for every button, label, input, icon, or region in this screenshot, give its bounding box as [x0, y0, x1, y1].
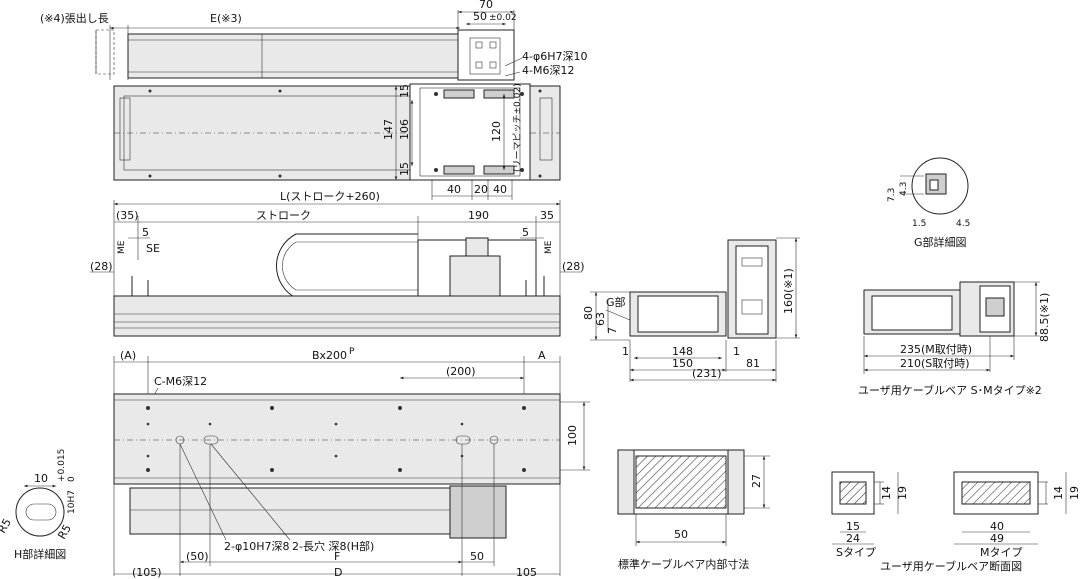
- sc-h27: 27: [750, 474, 763, 488]
- b-sup: P: [349, 347, 355, 357]
- cs-caption: ユーザ用ケーブルベア断面図: [880, 559, 1022, 573]
- hd-fit-tol0: 0: [67, 476, 77, 482]
- h120-label: 120: [490, 121, 503, 142]
- a-label: A: [538, 349, 546, 362]
- cable-section-view: 14 19 15 24 Sタイプ 14 19 40 49 Mタイプ ユーザ用ケー…: [831, 471, 1081, 573]
- w70-label: 70: [479, 0, 493, 11]
- b20-label: 20: [474, 183, 488, 196]
- l35b-label: 35: [540, 209, 554, 222]
- p105b-label: 105: [516, 566, 537, 579]
- gd-v73: 7.3: [887, 188, 897, 202]
- cs-m14: 14: [1052, 486, 1065, 500]
- cs-m40: 40: [990, 520, 1004, 533]
- cs-m-type: Mタイプ: [980, 546, 1023, 559]
- ev-h80: 80: [582, 306, 595, 320]
- ev-w150: 150: [672, 357, 693, 370]
- sc-w50: 50: [674, 528, 688, 541]
- cs-s19: 19: [896, 486, 909, 500]
- uc-caption: ユーザ用ケーブルベア S･Mタイプ※2: [858, 383, 1042, 397]
- uc-h885: 88.5(※1): [1038, 293, 1051, 342]
- h147-label: 147: [382, 119, 395, 140]
- cs-m49: 49: [990, 532, 1004, 545]
- p105a-label: (105): [132, 566, 162, 579]
- slot-label: 2-長穴 深8(H部): [292, 539, 374, 553]
- ev-h7: 7: [606, 327, 619, 334]
- cs-s15: 15: [846, 520, 860, 533]
- uc-w210: 210(S取付時): [900, 357, 970, 370]
- hd-r5a: R5: [0, 516, 14, 535]
- w50-label: 50: [473, 10, 487, 23]
- gd-v45: 4.5: [956, 219, 970, 229]
- ev-w1b: 1: [733, 345, 740, 358]
- hd-fit-tol: +0.015: [57, 449, 67, 482]
- f-label: F: [334, 550, 340, 563]
- h-detail: 10 10H7 +0.015 0 R5 R5 H部詳細図: [0, 449, 77, 561]
- stroke-label: ストローク: [256, 209, 311, 222]
- end-view: G部 80 63 7 148 1 1 150 81 (231) 160(※1): [582, 237, 800, 382]
- se-label: SE: [146, 242, 160, 255]
- h15b-label: 15: [398, 162, 411, 176]
- l28a-label: (28): [90, 260, 113, 273]
- ev-w1a: 1: [622, 345, 629, 358]
- b40a-label: 40: [447, 183, 461, 196]
- ev-h63: 63: [594, 312, 607, 326]
- hd-fit: 10H7: [67, 490, 77, 514]
- g-detail: 7.3 4.3 1.5 4.5 G部詳細図: [887, 157, 970, 249]
- ev-w231: (231): [692, 367, 722, 380]
- p50a-label: (50): [186, 550, 209, 563]
- c-tap-label: C-M6深12: [154, 375, 207, 388]
- cs-m19: 19: [1068, 486, 1081, 500]
- tap-label: 4-M6深12: [522, 64, 574, 77]
- pin-label: 2-φ10H7深8: [224, 540, 290, 553]
- hd-w10: 10: [34, 472, 48, 485]
- h15a-label: 15: [398, 84, 411, 98]
- w50-tol: ±0.02: [489, 13, 517, 23]
- gd-v15: 1.5: [912, 219, 926, 229]
- uc-w235: 235(M取付時): [900, 343, 972, 356]
- cs-s24: 24: [846, 532, 860, 545]
- std-cable-view: 27 50 標準ケーブルベア内部寸法: [617, 449, 770, 571]
- ev-w81: 81: [746, 357, 760, 370]
- w190-label: 190: [468, 209, 489, 222]
- n5b-label: 5: [522, 226, 529, 239]
- protrusion-label: (※4)張出し長: [40, 11, 109, 25]
- cs-s14: 14: [880, 486, 893, 500]
- l28b-label: (28): [562, 260, 585, 273]
- e-label: E(※3): [210, 12, 242, 25]
- side-view: L(ストローク+260) (35) 35 ストローク 190 5 5 ME SE…: [90, 190, 585, 337]
- h106-label: 106: [398, 119, 411, 140]
- l35a-label: (35): [116, 209, 139, 222]
- ev-g-part: G部: [606, 295, 626, 309]
- ev-h160: 160(※1): [782, 268, 795, 314]
- top-view: (※4)張出し長 E(※3) 70 50 ±0.02 4-φ6H7深10 4-M…: [40, 0, 588, 200]
- ev-w148: 148: [672, 345, 693, 358]
- h100-label: 100: [566, 425, 579, 446]
- me-right-label: ME: [544, 240, 554, 254]
- pitch200-label: (200): [446, 365, 476, 378]
- l-label: L(ストローク+260): [280, 190, 380, 203]
- bottom-view: (A) Bx200 P A (200) C-M6深12 100: [113, 347, 590, 579]
- a-paren-label: (A): [120, 349, 136, 362]
- user-cable-view: 88.5(※1) 235(M取付時) 210(S取付時) ユーザ用ケーブルベア …: [858, 281, 1051, 397]
- b-label: Bx200: [312, 349, 347, 362]
- b40b-label: 40: [493, 183, 507, 196]
- p50b-label: 50: [470, 550, 484, 563]
- n5a-label: 5: [142, 226, 149, 239]
- ream-label: (リーマピッチ±0.02): [512, 83, 523, 172]
- dowel-label: 4-φ6H7深10: [522, 50, 588, 63]
- cs-s-type: Sタイプ: [836, 546, 876, 559]
- gd-caption: G部詳細図: [914, 235, 967, 249]
- hd-caption: H部詳細図: [14, 547, 66, 561]
- d-label: D: [334, 566, 342, 579]
- gd-v43: 4.3: [899, 182, 909, 196]
- sc-caption: 標準ケーブルベア内部寸法: [618, 557, 749, 571]
- me-left-label: ME: [117, 240, 127, 254]
- hd-r5b: R5: [55, 522, 74, 541]
